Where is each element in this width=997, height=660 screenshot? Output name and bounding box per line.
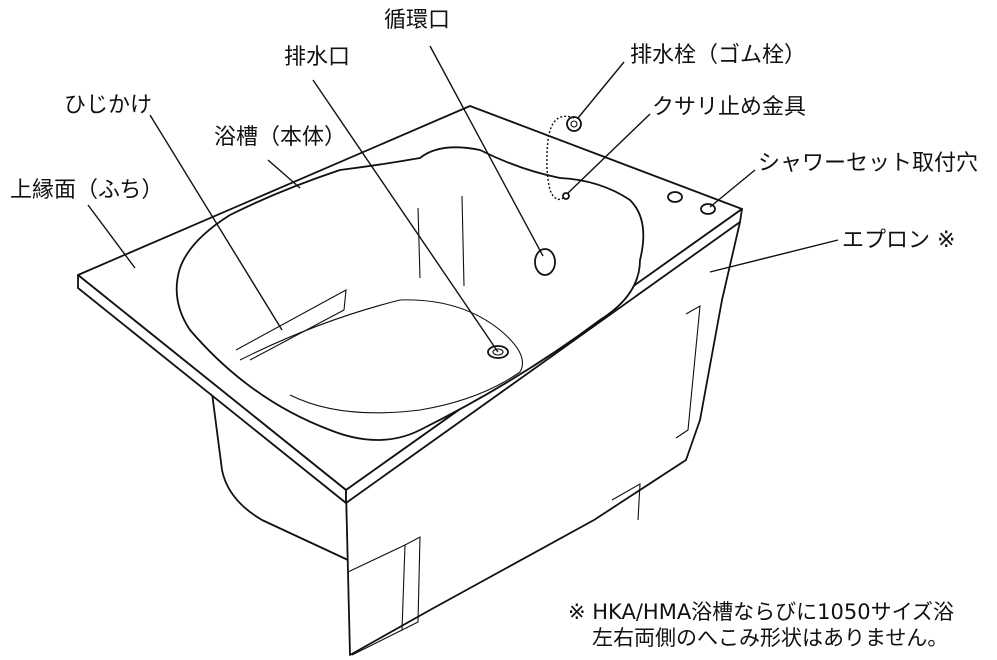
leader-chain-fitting — [567, 113, 651, 194]
footnote-line-1: ※ HKA/HMA浴槽ならびに1050サイズ浴 — [568, 600, 954, 624]
label-elbow-rest: ひじかけ — [64, 93, 153, 118]
leader-tub-body — [267, 159, 301, 189]
apron-recess-right — [675, 304, 701, 439]
label-circulation-port: 循環口 — [384, 8, 451, 33]
leader-rim-surface — [87, 204, 136, 269]
shower-mount-hole-1 — [667, 191, 683, 203]
drain-chain — [546, 115, 575, 201]
leader-drain-plug — [577, 61, 625, 119]
leader-apron — [709, 239, 839, 273]
leader-circulation-port — [429, 45, 544, 257]
chain-fitting — [562, 192, 570, 200]
basin-floor — [239, 299, 524, 414]
label-tub-body: 浴槽（本体） — [214, 125, 347, 150]
leader-elbow-rest — [149, 114, 283, 331]
footnote-line-2: 左右両側のへこみ形状はありません。 — [592, 626, 949, 650]
label-apron: エプロン ※ — [842, 228, 956, 253]
drain-plug — [566, 116, 582, 132]
elbow-rest-ledge — [235, 289, 347, 361]
label-shower-mount: シャワーセット取付穴 — [758, 151, 979, 176]
tub-basin — [175, 146, 645, 441]
tub-front-apron — [345, 221, 741, 656]
label-chain-fitting: クサリ止め金具 — [652, 95, 807, 120]
label-rim-surface: 上縁面（ふち） — [10, 178, 164, 203]
label-drain-outlet: 排水口 — [284, 45, 351, 70]
leader-shower-mount — [709, 169, 756, 208]
circulation-port — [534, 248, 556, 276]
leader-drain-outlet — [312, 79, 499, 353]
apron-recess-left — [347, 544, 406, 656]
tub-left-side — [211, 392, 349, 561]
label-drain-plug: 排水栓（ゴム栓） — [630, 43, 807, 68]
